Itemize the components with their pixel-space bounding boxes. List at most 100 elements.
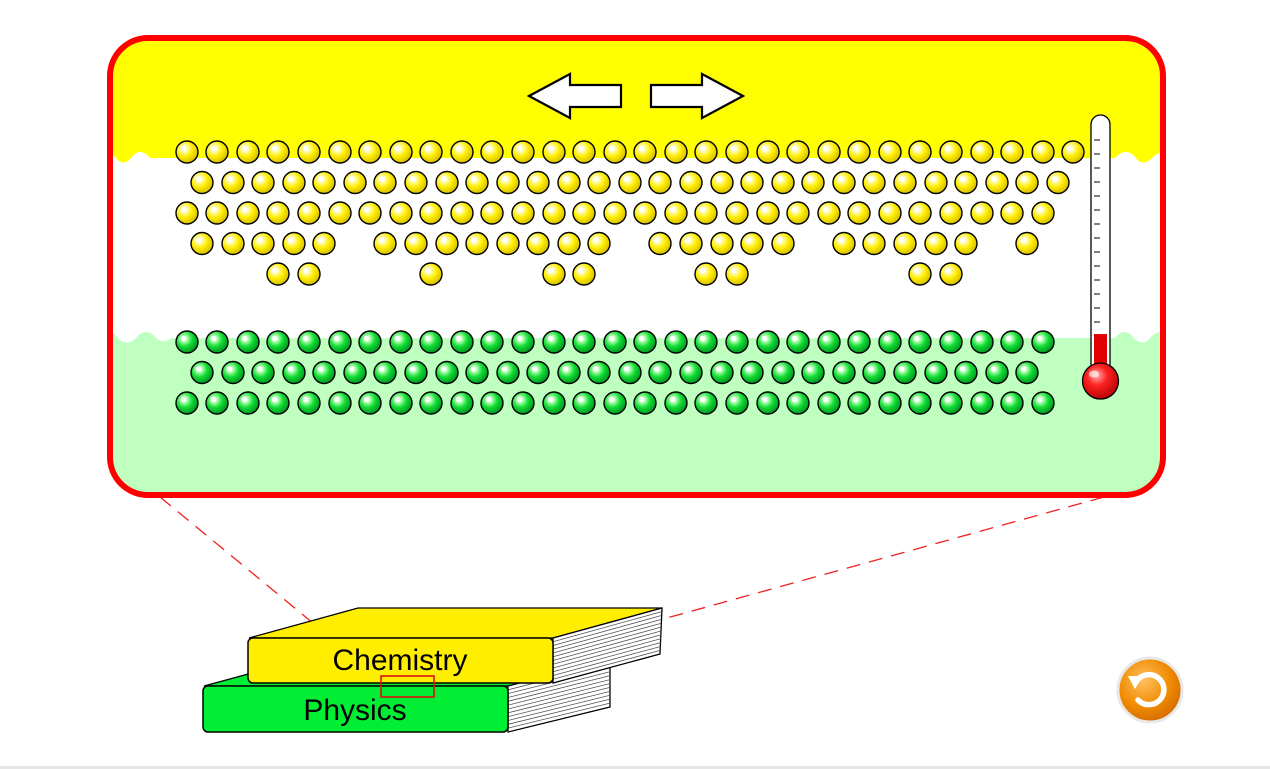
bottom-atom [633, 391, 657, 415]
top-atom [648, 170, 672, 195]
bottom-atom-highlight [577, 396, 584, 403]
bottom-atom-highlight [378, 366, 385, 372]
top-atom-highlight [1036, 206, 1043, 213]
top-atom [985, 170, 1009, 195]
top-atom-highlight [730, 267, 737, 274]
top-atom [740, 170, 764, 195]
top-atom [924, 170, 948, 195]
bottom-atom-highlight [516, 396, 523, 403]
top-atom [480, 140, 504, 164]
top-atom-highlight [653, 176, 660, 182]
bottom-atom-highlight [684, 366, 691, 372]
top-atom-highlight [577, 145, 584, 152]
top-atom [832, 170, 856, 195]
top-atom-highlight [562, 176, 569, 182]
bottom-atom-highlight [638, 396, 645, 403]
page-line [552, 645, 662, 676]
top-atom [236, 201, 260, 225]
bottom-atom [725, 330, 749, 354]
bottom-atom [924, 360, 948, 385]
top-atom-highlight [730, 145, 737, 152]
top-atom-highlight [302, 267, 309, 274]
physics-label: Physics [303, 694, 406, 727]
top-atom [817, 201, 841, 225]
top-atom [312, 170, 336, 195]
top-atom [893, 170, 917, 195]
bottom-atom [175, 391, 199, 415]
top-atom [465, 170, 489, 195]
bottom-atom-highlight [1020, 366, 1027, 372]
top-atom [435, 170, 459, 195]
bottom-atom-highlight [241, 396, 248, 403]
top-atom-highlight [913, 145, 920, 152]
top-atom [190, 231, 214, 256]
bottom-atom-highlight [455, 396, 462, 403]
top-atom-highlight [195, 237, 202, 243]
bottom-atom [710, 360, 734, 385]
bottom-atom-highlight [424, 335, 431, 342]
bottom-atom [985, 360, 1009, 385]
top-atom-highlight [378, 176, 385, 182]
magnified-view-border [107, 35, 1166, 498]
bottom-atom [694, 330, 718, 354]
top-atom-highlight [975, 145, 982, 152]
top-atom-highlight [806, 176, 813, 182]
bottom-atom [1031, 330, 1055, 354]
top-atom-highlight [195, 176, 202, 182]
top-atom-highlight [516, 206, 523, 213]
top-atom-highlight [501, 237, 508, 243]
bottom-atom [694, 391, 718, 415]
top-atom [328, 201, 352, 225]
top-atom-highlight [745, 237, 752, 243]
top-atom [297, 262, 321, 286]
bottom-atom-highlight [516, 335, 523, 342]
top-atom [832, 231, 856, 256]
page-line [552, 626, 662, 658]
bottom-atom-highlight [791, 396, 798, 403]
top-atom-highlight [944, 267, 951, 274]
top-atom [664, 140, 688, 164]
bottom-atom [205, 391, 229, 415]
top-atom-highlight [592, 237, 599, 243]
top-atom [419, 140, 443, 164]
top-atom [817, 140, 841, 164]
bottom-atom [328, 391, 352, 415]
bottom-atom-highlight [241, 335, 248, 342]
bottom-atom-highlight [485, 335, 492, 342]
bottom-atom [908, 330, 932, 354]
reset-button[interactable] [1116, 656, 1184, 724]
top-atom [878, 201, 902, 225]
bottom-atom [878, 330, 902, 354]
bottom-atom-highlight [455, 335, 462, 342]
bottom-atom [939, 330, 963, 354]
bottom-atom [801, 360, 825, 385]
top-atom [603, 201, 627, 225]
bottom-atom [450, 330, 474, 354]
top-atom [358, 140, 382, 164]
top-atom [847, 140, 871, 164]
top-atom [542, 140, 566, 164]
bottom-atom-highlight [959, 366, 966, 372]
bottom-atom-highlight [409, 366, 416, 372]
top-atom [694, 262, 718, 286]
top-atom [710, 170, 734, 195]
bottom-atom [832, 360, 856, 385]
bottom-atom [817, 330, 841, 354]
bottom-atom [419, 330, 443, 354]
top-atom-highlight [653, 237, 660, 243]
bottom-atom [1015, 360, 1039, 385]
top-atom [404, 170, 428, 195]
bottom-atom-highlight [638, 335, 645, 342]
page-line [552, 638, 662, 669]
bottom-atom [970, 330, 994, 354]
bottom-atom-highlight [867, 366, 874, 372]
top-atom-highlight [363, 206, 370, 213]
bottom-atom [878, 391, 902, 415]
page-line [552, 630, 662, 661]
bottom-atom-highlight [883, 335, 890, 342]
page-line [507, 671, 611, 698]
top-atom [618, 170, 642, 195]
chemistry-book-spine [247, 637, 554, 684]
top-atom [771, 170, 795, 195]
bottom-atom [664, 330, 688, 354]
